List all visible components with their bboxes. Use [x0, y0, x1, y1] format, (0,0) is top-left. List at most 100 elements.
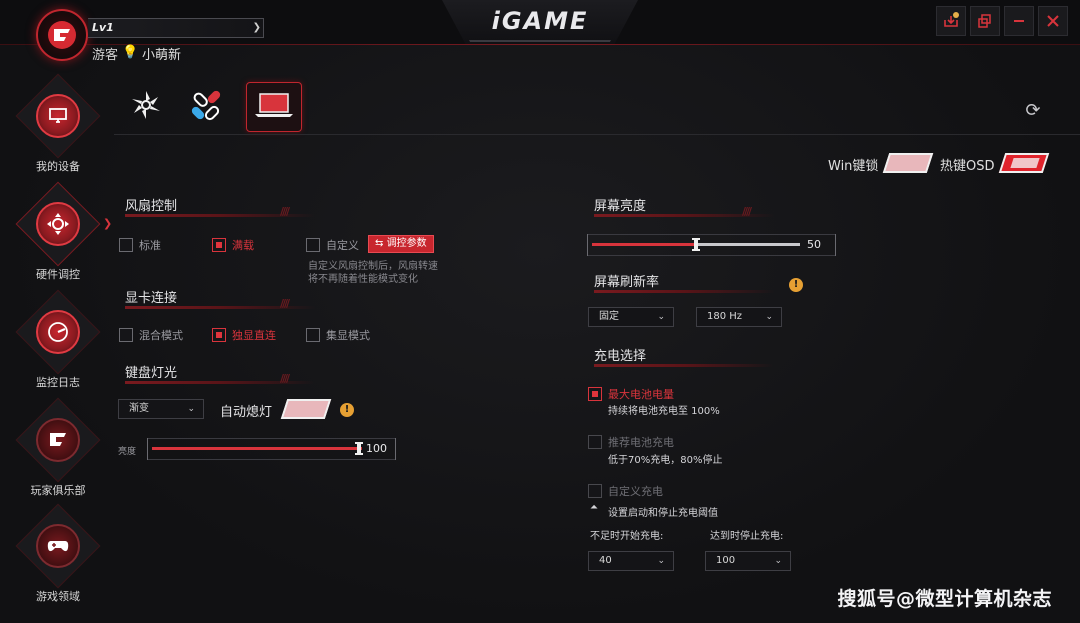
fan-option-standard[interactable]: 标准	[119, 237, 161, 253]
checkbox-label: 标准	[139, 239, 161, 252]
section-title: 充电选择	[594, 349, 647, 364]
section-slashes: ////	[280, 297, 290, 310]
nav-item-player-club[interactable]: 玩家俱乐部	[15, 397, 101, 506]
section-charging: 充电选择	[594, 345, 774, 367]
section-underline	[125, 306, 315, 309]
nav-item-hardware-control[interactable]: 硬件调控	[15, 181, 101, 290]
chevron-down-icon: ⌄	[765, 312, 773, 322]
gpu-option-hybrid[interactable]: 混合模式	[119, 327, 183, 343]
checkbox[interactable]	[588, 387, 602, 401]
auto-off-toggle[interactable]	[280, 399, 332, 419]
section-underline	[594, 364, 774, 367]
fan-option-full[interactable]: 满载	[212, 237, 254, 253]
club-logo-icon	[36, 418, 80, 462]
checkbox-label: 混合模式	[139, 329, 183, 342]
checkbox[interactable]	[588, 435, 602, 449]
tab-divider	[114, 134, 1080, 135]
avatar-logo-icon	[48, 21, 76, 49]
section-title: 屏幕亮度	[594, 199, 647, 214]
section-underline	[594, 290, 774, 293]
tune-parameters-button[interactable]: ⇆ 调控参数	[368, 235, 434, 253]
refresh-mode-value: 固定	[599, 311, 619, 322]
refresh-icon[interactable]: ⟳	[1025, 100, 1041, 121]
section-slashes: ////	[280, 372, 290, 385]
restore-icon[interactable]	[970, 6, 1000, 36]
section-fan: 风扇控制 ////	[125, 195, 315, 218]
section-title: 显卡连接	[125, 291, 178, 306]
user-name: 小萌新	[142, 48, 182, 63]
section-underline	[125, 381, 315, 384]
keyboard-mode-select[interactable]: 渐变 ⌄	[118, 399, 204, 419]
checkbox-label: 集显模式	[326, 329, 370, 342]
keyboard-brightness-slider[interactable]: 100	[147, 438, 396, 460]
close-icon[interactable]	[1038, 6, 1068, 36]
section-screen-brightness: 屏幕亮度 ////	[594, 195, 774, 218]
tune-parameters-label: 调控参数	[386, 238, 427, 249]
checkbox[interactable]	[306, 238, 320, 252]
level-label: Lv1	[92, 21, 114, 34]
checkbox[interactable]	[119, 238, 133, 252]
warning-icon[interactable]: !	[340, 403, 354, 417]
avatar[interactable]	[36, 9, 88, 61]
gpu-option-integrated[interactable]: 集显模式	[306, 327, 370, 343]
chevron-down-icon: ⌄	[657, 556, 665, 566]
section-title: 屏幕刷新率	[594, 275, 660, 290]
refresh-mode-select[interactable]: 固定 ⌄	[588, 307, 674, 327]
lightbulb-icon: 💡	[122, 45, 139, 60]
nav-label: 监控日志	[36, 376, 80, 389]
gpu-option-discrete[interactable]: 独显直连	[212, 327, 276, 343]
charge-option-max[interactable]: 最大电池电量	[588, 386, 674, 402]
win-lock-toggle[interactable]	[882, 153, 934, 173]
slider-thumb[interactable]	[692, 238, 700, 251]
chevron-down-icon: ⌄	[657, 312, 665, 322]
start-charge-select[interactable]: 40 ⌄	[588, 551, 674, 571]
section-slashes: ////	[742, 205, 752, 218]
checkbox[interactable]	[119, 328, 133, 342]
hotkey-osd-toggle[interactable]	[998, 153, 1050, 173]
slider-value: 100	[366, 442, 387, 455]
monitor-icon	[36, 94, 80, 138]
section-title: 键盘灯光	[125, 366, 178, 381]
checkbox[interactable]	[306, 328, 320, 342]
checkbox[interactable]	[588, 484, 602, 498]
charge-option-recommended[interactable]: 推荐电池充电	[588, 434, 674, 450]
level-bar[interactable]: Lv1 ❯	[88, 18, 264, 38]
nav-item-game-zone[interactable]: 游戏领域	[15, 503, 101, 612]
auto-off-label: 自动熄灯	[220, 405, 273, 420]
charge-option-custom[interactable]: 自定义充电	[588, 483, 663, 499]
stop-charge-label: 达到时停止充电:	[710, 531, 784, 542]
section-underline	[594, 214, 774, 217]
fan-hint-line: 自定义风扇控制后，风扇转速	[308, 261, 438, 272]
nav-label: 我的设备	[36, 160, 80, 173]
keyboard-mode-value: 渐变	[129, 403, 149, 414]
slider-fill	[592, 243, 696, 246]
checkbox[interactable]	[212, 328, 226, 342]
checkbox-label: 满载	[232, 239, 254, 252]
gamepad-dpad-icon	[36, 202, 80, 246]
notifications-icon[interactable]	[936, 6, 966, 36]
chevron-down-icon: ⌄	[774, 556, 782, 566]
gauge-icon	[36, 310, 80, 354]
stop-charge-select[interactable]: 100 ⌄	[705, 551, 791, 571]
tab-laptop[interactable]	[246, 82, 302, 132]
tab-fan[interactable]	[118, 82, 174, 132]
hotkey-osd-label: 热键OSD	[940, 159, 995, 174]
slider-thumb[interactable]	[355, 442, 363, 455]
chevron-right-icon: ❯	[252, 22, 261, 33]
charge-option-desc: 低于70%充电，80%停止	[608, 455, 723, 466]
screen-brightness-slider[interactable]: 50	[587, 234, 836, 256]
fan-hint-line: 将不再随着性能模式变化	[308, 274, 418, 285]
tab-pills[interactable]	[178, 82, 234, 132]
nav-item-my-device[interactable]: 我的设备	[15, 73, 101, 182]
logo-plate-edge	[448, 0, 632, 42]
section-title: 风扇控制	[125, 199, 178, 214]
section-underline	[125, 214, 315, 217]
nav-item-monitor-log[interactable]: 监控日志	[15, 289, 101, 398]
refresh-rate-select[interactable]: 180 Hz ⌄	[696, 307, 782, 327]
checkbox-label: 自定义充电	[608, 485, 663, 498]
warning-icon[interactable]: !	[789, 278, 803, 292]
checkbox[interactable]	[212, 238, 226, 252]
fan-option-custom[interactable]: 自定义	[306, 237, 359, 253]
keyboard-brightness-label: 亮度	[118, 447, 137, 457]
minimize-icon[interactable]	[1004, 6, 1034, 36]
